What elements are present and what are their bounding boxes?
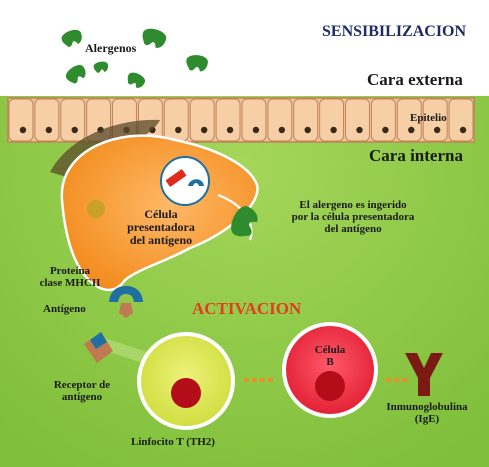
epithelial-cell-nucleus xyxy=(45,126,53,134)
tcell-bcell-connector xyxy=(244,378,273,382)
b-cell-nucleus xyxy=(315,371,345,401)
ingestion-caption-line2: por la célula presentadora xyxy=(291,211,415,224)
epithelial-cell-nucleus xyxy=(356,126,363,134)
epithelium-band xyxy=(7,97,475,143)
bcell-ige-connector xyxy=(386,378,407,382)
lumen-background xyxy=(0,0,489,96)
b-cell-label: Célula B xyxy=(300,344,360,368)
epithelial-cell-nucleus xyxy=(330,126,337,134)
epithelial-cell xyxy=(370,98,396,142)
receptor-stem xyxy=(99,337,151,365)
mhc-label: Proteína clase MHCII xyxy=(32,265,108,289)
antigen-fragment xyxy=(119,303,133,318)
b-cell xyxy=(282,322,378,418)
receptor-label: Receptor de antígeno xyxy=(40,379,124,403)
apc-nucleus xyxy=(87,200,105,218)
receptor-label-line1: Receptor de xyxy=(53,379,111,391)
epithelial-cell xyxy=(60,98,86,142)
apc-label-line2: presentadora xyxy=(127,220,195,235)
activation-title: ACTIVACION xyxy=(192,299,302,318)
apc-vacuole xyxy=(160,156,210,206)
ingestion-caption-line3: del antígeno xyxy=(324,223,382,236)
epithelial-cell-nucleus xyxy=(382,126,389,134)
outer-face-label: Cara externa xyxy=(367,70,463,89)
epithelial-cell xyxy=(267,98,293,142)
ingested-fragment-blue xyxy=(188,179,204,186)
epithelial-cell xyxy=(422,98,448,142)
epithelial-cell-nucleus xyxy=(278,126,286,134)
ingestion-caption: El alergeno es ingerido por la célula pr… xyxy=(268,199,438,235)
apc-label-line1: Célula xyxy=(144,207,178,221)
ige-label: Inmunoglobulina (IgE) xyxy=(375,401,479,425)
epithelial-cell xyxy=(396,98,422,142)
epithelial-cell-nucleus xyxy=(304,126,311,134)
epithelial-cell-nucleus xyxy=(408,126,415,134)
mhc-label-line2: clase MHCII xyxy=(39,277,101,290)
epithelial-cell-nucleus xyxy=(226,126,234,134)
t-lymphocyte-label: Linfocito T (TH2) xyxy=(131,436,215,448)
diagram-title: SENSIBILIZACION xyxy=(322,23,467,40)
ige-label-line2: (IgE) xyxy=(414,413,440,426)
epithelial-cell xyxy=(345,98,370,142)
epithelium-label: Epitelio xyxy=(410,112,447,124)
epithelial-cell xyxy=(189,98,215,142)
epithelial-cell xyxy=(215,98,241,142)
t-lymphocyte-nucleus xyxy=(171,378,201,408)
epithelial-cell-nucleus xyxy=(252,126,260,134)
apc-label: Célula presentadora del antígeno xyxy=(113,207,209,248)
mhc-class-ii-protein xyxy=(109,286,143,302)
epithelial-cell xyxy=(293,98,319,142)
antigen-receptor-blue xyxy=(90,332,107,349)
ingestion-caption-line1: El alergeno es ingerido xyxy=(299,199,407,211)
epithelial-cell-nucleus xyxy=(433,126,441,134)
allergens-label: Alergenos xyxy=(85,41,137,55)
epithelial-cell-nucleus xyxy=(200,126,208,134)
b-cell-label-line1: Célula xyxy=(314,344,346,356)
mhc-label-line1: Proteína xyxy=(49,265,91,277)
epithelial-cell xyxy=(34,98,60,142)
ige-label-line1: Inmunoglobulina xyxy=(386,401,468,413)
epithelial-cell xyxy=(241,98,267,142)
ige-antibody xyxy=(405,353,443,396)
apc-label-line3: del antígeno xyxy=(129,233,193,248)
epithelial-cell xyxy=(8,98,34,142)
inner-face-label: Cara interna xyxy=(369,146,463,165)
b-cell-label-line2: B xyxy=(326,356,334,369)
receptor-label-line2: antígeno xyxy=(61,391,103,404)
antigen-label: Antígeno xyxy=(43,303,86,315)
epithelial-cell xyxy=(163,98,189,142)
ingested-fragment-red xyxy=(165,169,187,187)
epithelial-cell-nucleus xyxy=(71,126,78,134)
epithelial-cell-nucleus xyxy=(175,126,182,134)
epithelial-cell xyxy=(448,98,474,142)
epithelial-cell-nucleus xyxy=(19,126,27,134)
epithelial-cell xyxy=(319,98,345,142)
epithelial-cell-nucleus xyxy=(459,126,467,134)
